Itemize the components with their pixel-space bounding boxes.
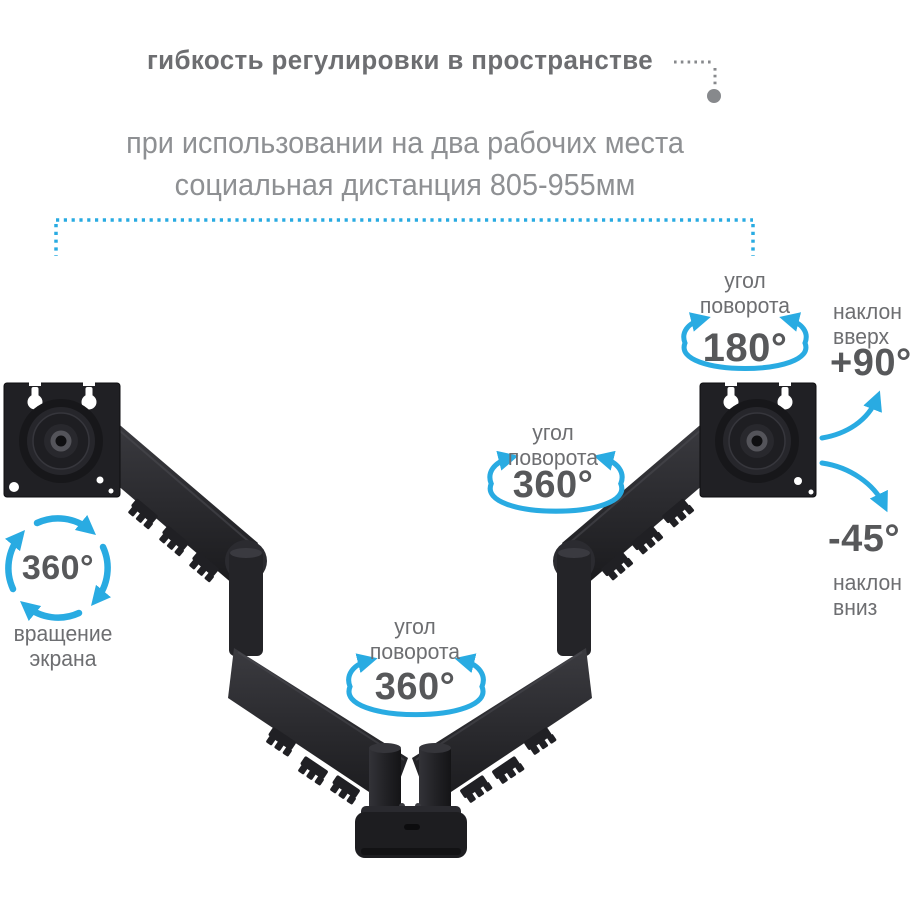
label-arm-top-swivel: угол поворота [681,268,810,318]
label-line: наклон [833,570,902,595]
rotation-swoosh-arrow-icon [346,653,486,718]
rotation-swoosh-arrow-icon [487,450,625,514]
label-line: наклон [833,299,902,324]
label-line: вращение [13,621,113,646]
subtitle-line-1: при использовании на два рабочих места [126,125,684,160]
vesa-plate-right [699,381,817,498]
tilt-up-arrow-icon [819,390,882,441]
label-line: угол [724,268,766,293]
value-screen-rotation: 360° [21,549,95,587]
tilt-down-arrow-icon [819,460,888,513]
label-line: поворота [507,445,599,470]
label-line: угол [532,420,574,445]
circular-rotation-arrow-icon [5,515,111,621]
distance-bracket-dotted-icon [54,218,755,256]
title-dotted-pointer-icon [674,60,721,103]
label-arm-mid-swivel: угол поворота [489,420,618,470]
monitor-arm-product [3,381,817,858]
label-tilt-up: наклон вверх [833,299,902,349]
subtitle: при использовании на два рабочих места с… [80,122,731,206]
value-arm-mid-swivel: 360° [512,464,594,506]
label-arm-base-swivel: угол поворота [351,614,480,664]
label-line: поворота [699,293,791,318]
label-line: вниз [833,595,878,620]
rotation-swoosh-arrow-icon [681,312,809,371]
label-line: экрана [29,646,97,671]
label-line: вверх [833,324,890,349]
label-screen-rotation: вращение экрана [3,621,124,671]
label-line: угол [394,614,436,639]
value-arm-base-swivel: 360° [374,666,456,708]
value-tilt-down: -45° [828,518,901,560]
subtitle-line-2: социальная дистанция 805-955мм [174,167,636,202]
label-tilt-down: наклон вниз [833,570,902,620]
label-line: поворота [369,639,461,664]
page-title: гибкость регулировки в пространстве [146,45,654,75]
vesa-plate-left [3,381,121,498]
value-arm-top-swivel: 180° [702,326,788,370]
value-tilt-up: +90° [830,342,912,384]
